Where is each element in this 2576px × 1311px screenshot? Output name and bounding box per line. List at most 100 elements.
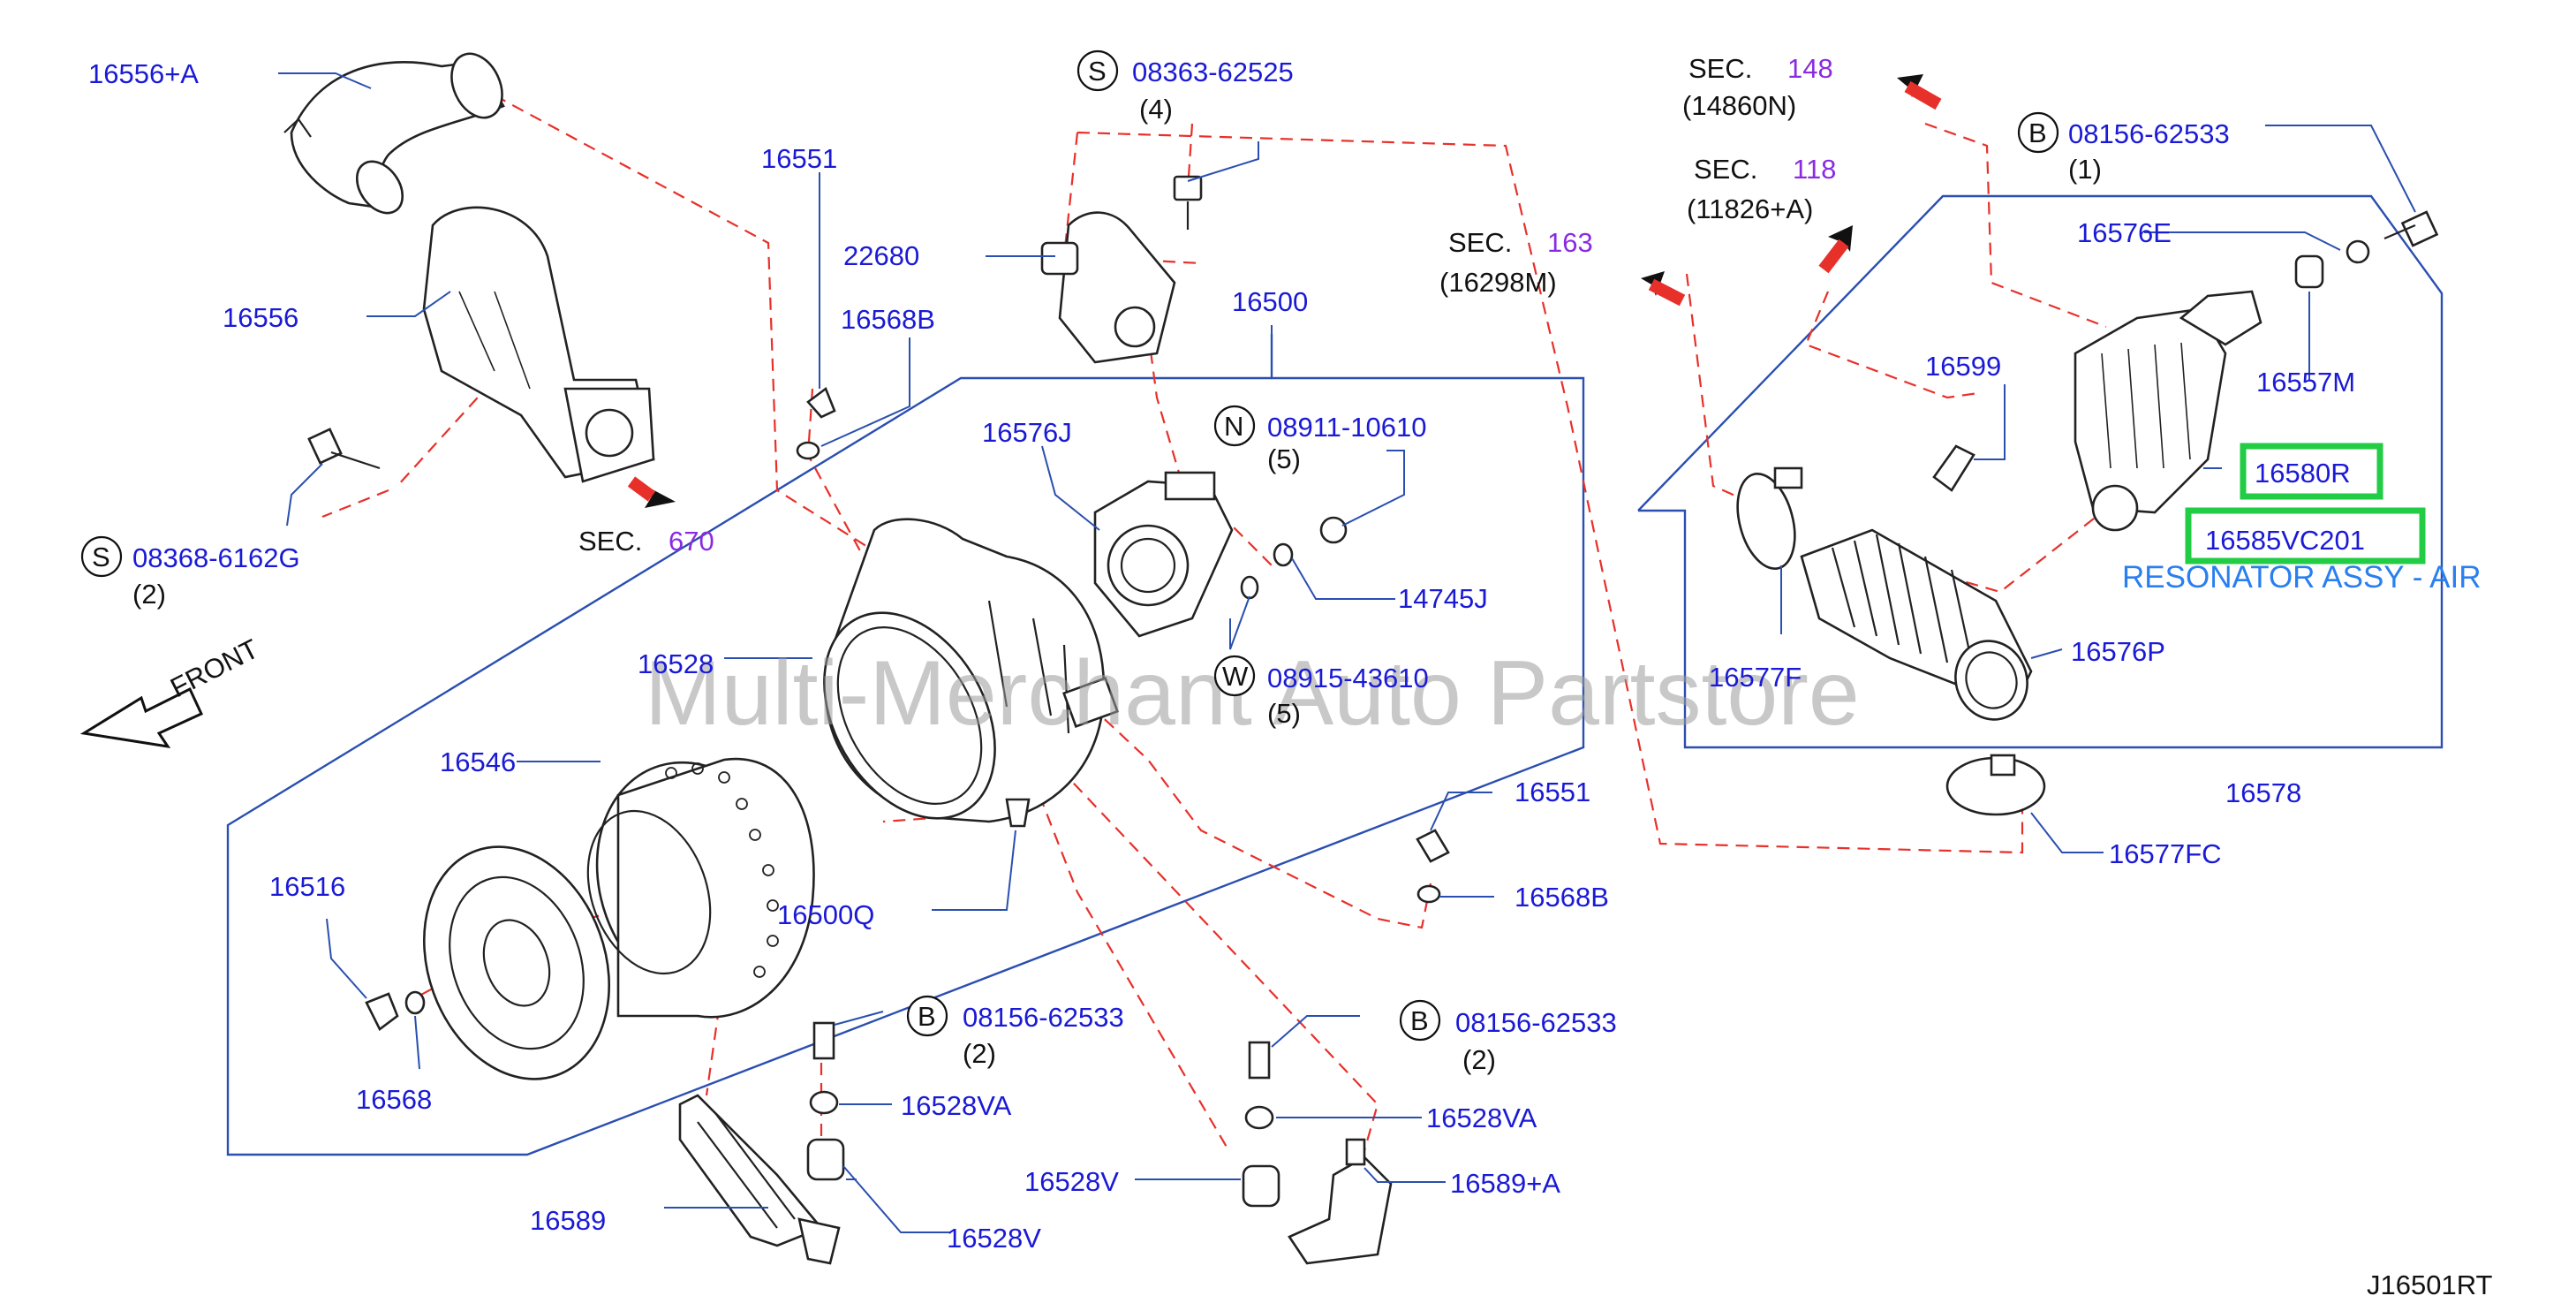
section-148-number: 148 (1787, 53, 1833, 84)
fastener-badge-w (1213, 655, 1256, 697)
clamp-16577f-illustration (1736, 466, 1803, 570)
fastener-badge-s-1 (80, 535, 123, 578)
end-cap-16516-illustration (365, 845, 611, 1080)
section-163-prefix: SEC. (1448, 227, 1512, 258)
air-cleaner-16500-illustration (823, 518, 1119, 823)
fastener-letter-b-3: B (2028, 117, 2047, 148)
label-16576j: 16576J (982, 417, 1072, 448)
section-670-number: 670 (669, 526, 714, 557)
duct-16556-plus-a-illustration (283, 52, 505, 215)
section-670-prefix: SEC. (578, 526, 642, 557)
bolt-08368-illustration (307, 428, 381, 470)
flange-16576j-illustration (1093, 471, 1234, 638)
label-16556-plus-a: 16556+A (88, 58, 199, 89)
fastener-letter-w: W (1222, 661, 1249, 692)
fastener-qty-6: (2) (1462, 1044, 1496, 1075)
label-16528v-a: 16528V (947, 1223, 1041, 1254)
clamp-16577fc-illustration (1945, 754, 2046, 816)
highlighted-part-16580r[interactable]: 16580R (2255, 458, 2351, 489)
fastener-part-08363-62525: 08363-62525 (1132, 57, 1294, 87)
section-163-number: 163 (1547, 227, 1593, 258)
diagram-code: J16501RT (2367, 1269, 2493, 1300)
watermark: Multi-Merchant Auto Partstore (645, 642, 1860, 745)
fastener-badge-n (1213, 405, 1256, 447)
assembly-boundary-16578 (1637, 194, 2444, 749)
fastener-part-08915-43610: 08915-43610 (1267, 663, 1429, 693)
assembly-boundary-16500 (226, 334, 1585, 1156)
label-14745j: 14745J (1398, 583, 1488, 614)
filter-element-16546-illustration (586, 757, 815, 1019)
section-118-prefix: SEC. (1694, 154, 1757, 185)
fastener-qty-3: (5) (1267, 443, 1301, 474)
label-16500: 16500 (1232, 286, 1308, 317)
label-16528va-a: 16528VA (901, 1090, 1012, 1121)
label-16546: 16546 (440, 746, 516, 777)
fastener-badge-s-2 (1076, 49, 1119, 92)
duct-16556-illustration (422, 206, 655, 483)
bracket-16589a-illustration (1288, 1138, 1393, 1265)
leader-lines (278, 72, 2416, 1233)
front-arrow-icon (79, 686, 203, 749)
label-16568b-b: 16568B (1515, 882, 1609, 913)
label-16556: 16556 (223, 302, 298, 333)
fastener-part-08911-10610: 08911-10610 (1267, 412, 1426, 443)
fastener-part-08156-62533-b: 08156-62533 (1455, 1007, 1617, 1038)
label-16576p: 16576P (2071, 636, 2165, 667)
fastener-letter-b-2: B (1410, 1005, 1429, 1036)
label-16516: 16516 (269, 871, 345, 902)
wing-nut-16551-a-illustration (796, 386, 836, 460)
label-16557m: 16557M (2256, 367, 2355, 398)
wing-nut-16551-b-illustration (1416, 829, 1450, 904)
section-148-prefix: SEC. (1688, 53, 1752, 84)
label-16568b-a: 16568B (841, 304, 935, 335)
fastener-letter-n: N (1224, 411, 1243, 442)
section-163-sub: (16298M) (1439, 267, 1557, 298)
highlighted-part-16585vc201[interactable]: 16585VC201 (2205, 525, 2365, 556)
fastener-qty-2: (4) (1139, 94, 1173, 125)
label-16599: 16599 (1925, 351, 2001, 382)
label-16589: 16589 (530, 1205, 606, 1236)
fastener-letter-s-2: S (1088, 56, 1107, 87)
bellows-duct-16576p-illustration (1800, 528, 2033, 721)
fastener-part-08156-62533-c: 08156-62533 (2068, 118, 2230, 149)
label-16551-a: 16551 (761, 143, 837, 174)
fastener-qty-4: (5) (1267, 698, 1301, 729)
bracket-16589-illustration (678, 1094, 841, 1265)
label-16568: 16568 (356, 1084, 432, 1115)
highlight-box-16585vc201 (2185, 507, 2426, 565)
fastener-letter-s-1: S (92, 542, 110, 572)
bolt-08363-illustration (1173, 175, 1203, 230)
label-16528: 16528 (638, 648, 714, 679)
label-16528v-b: 16528V (1024, 1166, 1119, 1197)
section-118-number: 118 (1793, 154, 1836, 185)
highlight-box-16580r (2240, 443, 2383, 500)
label-16578: 16578 (2225, 777, 2301, 808)
label-22680: 22680 (843, 240, 919, 271)
grommet-16557m-illustration (2294, 210, 2439, 289)
grommet-14745j-illustration (1240, 516, 1348, 600)
label-16576e: 16576E (2077, 217, 2172, 248)
fastener-letter-b-1: B (918, 1001, 936, 1032)
label-16528va-b: 16528VA (1426, 1103, 1537, 1133)
label-16551-b: 16551 (1515, 777, 1590, 807)
fastener-part-08156-62533-a: 08156-62533 (963, 1002, 1124, 1033)
sensor-22680-illustration (1040, 211, 1176, 364)
resonator-16580r-illustration (2074, 290, 2262, 532)
fastener-qty-5: (2) (963, 1038, 996, 1069)
section-arrows (627, 74, 1942, 508)
mount-stack-right-illustration (1242, 1041, 1280, 1208)
label-16589-plus-a: 16589+A (1450, 1168, 1560, 1199)
fastener-badge-b-3 (2017, 111, 2059, 154)
mount-stack-left-illustration (806, 1021, 845, 1181)
section-148-sub: (14860N) (1682, 90, 1796, 121)
front-label: FRONT (165, 633, 263, 704)
drain-16500q-illustration (1005, 798, 1031, 828)
fastener-qty-7: (1) (2068, 154, 2102, 185)
hose-16599-illustration (1932, 444, 1975, 492)
fastener-badge-b-1 (906, 995, 948, 1037)
fastener-part-08368-6162g: 08368-6162G (132, 542, 300, 573)
label-16577f: 16577F (1709, 662, 1802, 693)
fastener-badge-b-2 (1399, 999, 1441, 1042)
section-118-sub: (11826+A) (1687, 193, 1813, 224)
